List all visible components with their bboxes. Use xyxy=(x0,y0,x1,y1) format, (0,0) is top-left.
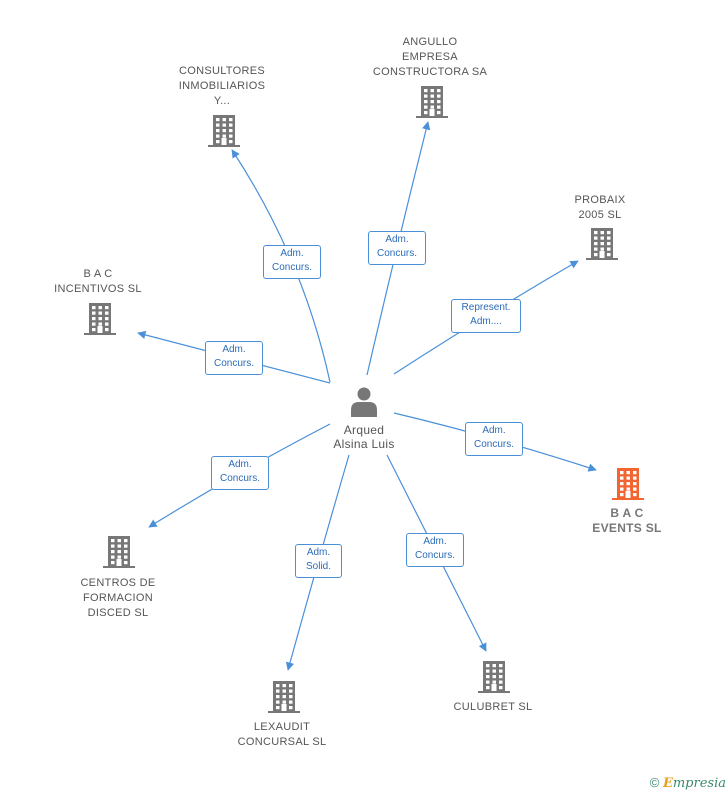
building-icon-probaix xyxy=(586,228,618,260)
building-icon-bac-incentivos xyxy=(84,303,116,335)
person-icon xyxy=(351,387,377,417)
building-icon-consultores xyxy=(208,115,240,147)
company-label-culubret[interactable]: CULUBRET SL xyxy=(453,701,533,713)
building-icon-angullo xyxy=(416,86,448,118)
edge-label-angullo[interactable]: Adm.Concurs. xyxy=(368,231,426,265)
edge-label-culubret[interactable]: Adm.Concurs. xyxy=(406,533,464,567)
edge-label-bac-events[interactable]: Adm.Concurs. xyxy=(465,422,523,456)
edge-label-lexaudit[interactable]: Adm.Solid. xyxy=(295,544,342,578)
building-icon-bac-events xyxy=(612,468,644,500)
building-icon-culubret xyxy=(478,661,510,693)
empresia-logo: Empresia xyxy=(662,776,726,791)
copyright-symbol: © xyxy=(649,775,660,790)
edge-label-centros[interactable]: Adm.Concurs. xyxy=(211,456,269,490)
edge-label-bac-incentivos[interactable]: Adm.Concurs. xyxy=(205,341,263,375)
edge-label-consultores[interactable]: Adm.Concurs. xyxy=(263,245,321,279)
edge-label-probaix[interactable]: Represent.Adm.... xyxy=(451,299,521,333)
footer-brand: © Empresia xyxy=(650,775,726,791)
building-icon-lexaudit xyxy=(268,681,300,713)
building-icon-centros xyxy=(103,536,135,568)
